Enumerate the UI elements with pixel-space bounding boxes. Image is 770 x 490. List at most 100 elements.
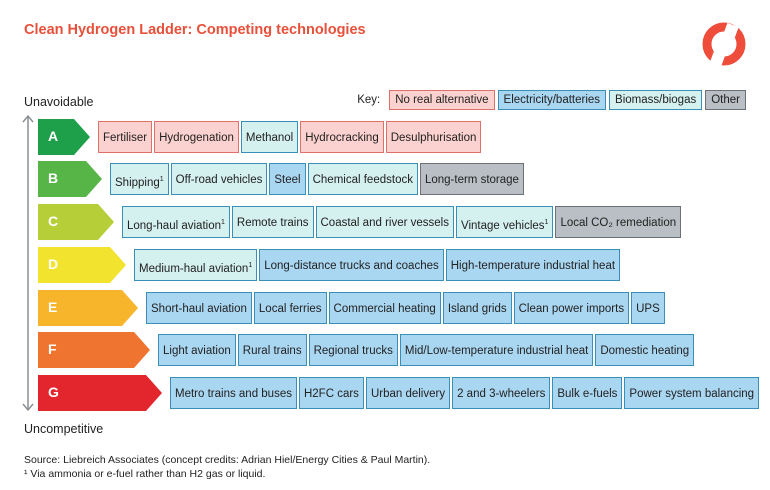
use-case-cell: Local CO₂ remediation <box>555 206 682 238</box>
vertical-axis-arrow <box>22 114 34 412</box>
axis-label-bottom: Uncompetitive <box>24 422 104 436</box>
use-case-label: Domestic heating <box>600 345 690 357</box>
legend: Key: No real alternative Electricity/bat… <box>357 90 746 110</box>
rung-row-a: A Fertiliser Hydrogenation Methanol Hydrocra… <box>38 118 483 156</box>
rung-arrow-g: G <box>38 375 162 411</box>
use-case-cell: 2 and 3-wheelers <box>452 377 551 409</box>
use-case-label: Regional trucks <box>313 345 393 357</box>
use-case-label: Medium-haul aviation <box>139 262 249 275</box>
use-case-label: Urban delivery <box>370 388 446 400</box>
rung-letter: D <box>48 256 59 272</box>
rung-arrow-a: A <box>38 119 90 155</box>
use-case-cell: Fertiliser <box>98 121 153 153</box>
footnote-marker: 1 <box>221 219 225 226</box>
use-case-cell: Medium-haul aviation1 <box>134 249 258 281</box>
footnote: ¹ Via ammonia or e-fuel rather than H2 g… <box>24 468 266 480</box>
rung-letter: A <box>48 128 59 144</box>
footnote-marker: 1 <box>248 262 253 269</box>
use-case-cell: Long-term storage <box>419 163 524 195</box>
use-case-cell: Methanol <box>240 121 299 153</box>
use-case-cell: Desulphurisation <box>385 121 482 153</box>
use-case-label: Mid/Low-temperature industrial heat <box>404 345 589 357</box>
use-case-cell: Remote trains <box>231 206 314 238</box>
axis-label-top: Unavoidable <box>24 95 94 109</box>
use-case-cell: UPS <box>631 292 665 324</box>
use-case-cell: Hydrogenation <box>154 121 239 153</box>
use-case-label: H2FC cars <box>303 388 359 400</box>
rung-row-b: B Shipping1 Off-road vehicles Steel Chemical… <box>38 160 526 198</box>
use-case-cell: Domestic heating <box>595 334 695 366</box>
legend-title: Key: <box>357 94 381 106</box>
use-case-label: Fertiliser <box>103 132 148 144</box>
rung-row-e: E Short-haul aviation Local ferries Commerc… <box>38 289 667 327</box>
rung-items: Long-haul aviation1 Remote trains Coastal … <box>122 206 683 238</box>
use-case-cell: Off-road vehicles <box>170 163 268 195</box>
chart-title: Clean Hydrogen Ladder: Competing technol… <box>24 22 366 38</box>
use-case-label: Shipping <box>115 176 160 189</box>
use-case-cell: Commercial heating <box>328 292 441 324</box>
use-case-cell: Light aviation <box>158 334 236 366</box>
use-case-cell: Long-distance trucks and coaches <box>259 249 444 281</box>
use-case-label: Long-haul aviation <box>127 219 221 232</box>
use-case-label: Rural trains <box>242 345 302 357</box>
use-case-cell: H2FC cars <box>298 377 364 409</box>
rung-items: Short-haul aviation Local ferries Commerci… <box>146 292 667 324</box>
rung-letter: E <box>48 299 58 315</box>
use-case-label: UPS <box>636 303 660 315</box>
use-case-label: Remote trains <box>236 217 309 229</box>
use-case-cell: Clean power imports <box>513 292 630 324</box>
use-case-label: Hydrogenation <box>159 132 234 144</box>
rung-row-d: D Medium-haul aviation1 Long-distance truc… <box>38 246 622 284</box>
rung-row-f: F Light aviation Rural trains Regional truc… <box>38 331 696 369</box>
brand-logo-icon <box>702 22 746 67</box>
rung-arrow-b: B <box>38 161 102 197</box>
rung-arrow-c: C <box>38 204 114 240</box>
use-case-label: Local ferries <box>258 303 322 315</box>
rung-items: Medium-haul aviation1 Long-distance truck… <box>134 249 622 281</box>
rung-items: Metro trains and buses H2FC cars Urban del… <box>170 377 761 409</box>
rung-arrow-f: F <box>38 332 150 368</box>
use-case-cell: Chemical feedstock <box>307 163 418 195</box>
legend-electricity-batteries: Electricity/batteries <box>497 90 607 110</box>
use-case-label: Long-distance trucks and coaches <box>264 260 439 272</box>
use-case-label: Coastal and river vessels <box>320 217 449 229</box>
use-case-label: Off-road vehicles <box>175 174 263 186</box>
rung-letter: B <box>48 170 59 186</box>
use-case-cell: Coastal and river vessels <box>315 206 454 238</box>
use-case-label: Steel <box>274 174 301 186</box>
use-case-label: Hydrocracking <box>305 132 379 144</box>
source-note: Source: Liebreich Associates (concept cr… <box>24 454 431 466</box>
rung-items: Fertiliser Hydrogenation Methanol Hydrocrac… <box>98 121 483 153</box>
use-case-label: 2 and 3-wheelers <box>457 388 546 400</box>
use-case-cell: High-temperature industrial heat <box>445 249 621 281</box>
use-case-label: Light aviation <box>163 345 231 357</box>
rung-items: Light aviation Rural trains Regional truck… <box>158 334 696 366</box>
use-case-cell: Long-haul aviation1 <box>122 206 230 238</box>
use-case-label: Local CO₂ remediation <box>560 217 677 229</box>
use-case-label: Commercial heating <box>333 303 436 315</box>
use-case-label: Desulphurisation <box>390 132 477 144</box>
rung-arrow-e: E <box>38 290 138 326</box>
legend-biomass-biogas: Biomass/biogas <box>609 90 703 110</box>
use-case-label: High-temperature industrial heat <box>450 260 616 272</box>
use-case-label: Bulk e-fuels <box>557 388 618 400</box>
legend-other: Other <box>705 90 746 110</box>
rung-letter: G <box>48 384 59 400</box>
use-case-label: Clean power imports <box>518 303 625 315</box>
use-case-cell: Regional trucks <box>308 334 398 366</box>
use-case-cell: Metro trains and buses <box>170 377 297 409</box>
use-case-label: Vintage vehicles <box>460 219 545 232</box>
use-case-cell: Bulk e-fuels <box>552 377 623 409</box>
use-case-label: Short-haul aviation <box>151 303 247 315</box>
use-case-cell: Local ferries <box>253 292 327 324</box>
footnote-marker: 1 <box>159 176 164 183</box>
use-case-label: Methanol <box>245 132 294 144</box>
use-case-label: Island grids <box>447 303 507 315</box>
use-case-cell: Vintage vehicles1 <box>455 206 554 238</box>
rung-row-g: G Metro trains and buses H2FC cars Urban de… <box>38 374 761 412</box>
use-case-cell: Steel <box>269 163 306 195</box>
use-case-cell: Shipping1 <box>110 163 169 195</box>
use-case-cell: Short-haul aviation <box>146 292 252 324</box>
use-case-cell: Urban delivery <box>365 377 451 409</box>
